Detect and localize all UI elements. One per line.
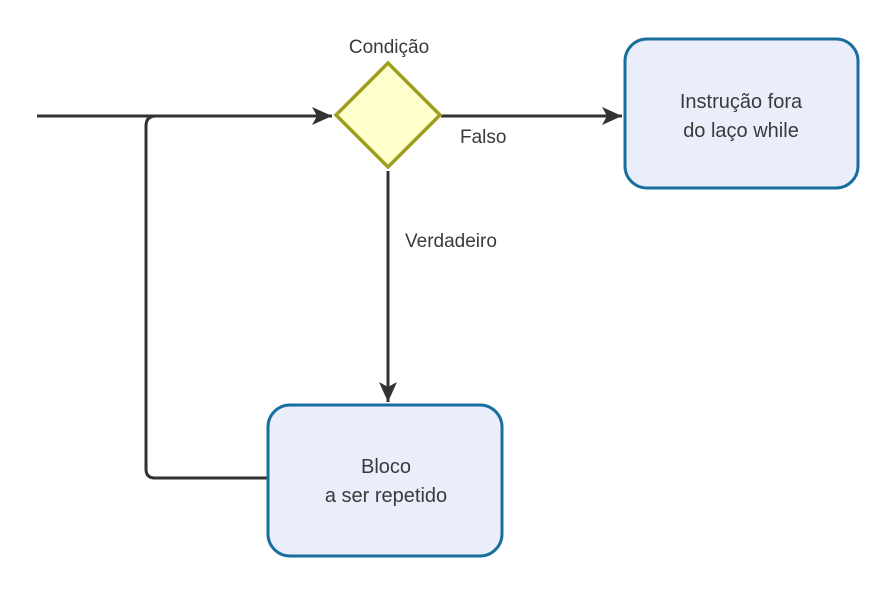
loop-back-edge bbox=[144, 114, 268, 480]
false-edge-label: Falso bbox=[460, 127, 506, 148]
outside-instruction-line-2: do laço while bbox=[683, 120, 799, 142]
repeated-block-node[interactable]: Bloco a ser repetido bbox=[266, 403, 504, 558]
repeated-block-box[interactable] bbox=[266, 403, 504, 558]
outside-instruction-box[interactable] bbox=[623, 37, 860, 190]
decision-diamond[interactable] bbox=[333, 60, 443, 170]
repeated-block-line-1: Bloco bbox=[361, 456, 411, 478]
repeated-block-line-2: a ser repetido bbox=[325, 485, 447, 507]
decision-node[interactable] bbox=[333, 60, 443, 170]
outside-instruction-node[interactable]: Instrução fora do laço while bbox=[623, 37, 860, 190]
outside-instruction-line-1: Instrução fora bbox=[680, 91, 803, 113]
true-edge-label: Verdadeiro bbox=[405, 231, 497, 252]
decision-label: Condição bbox=[349, 37, 429, 58]
